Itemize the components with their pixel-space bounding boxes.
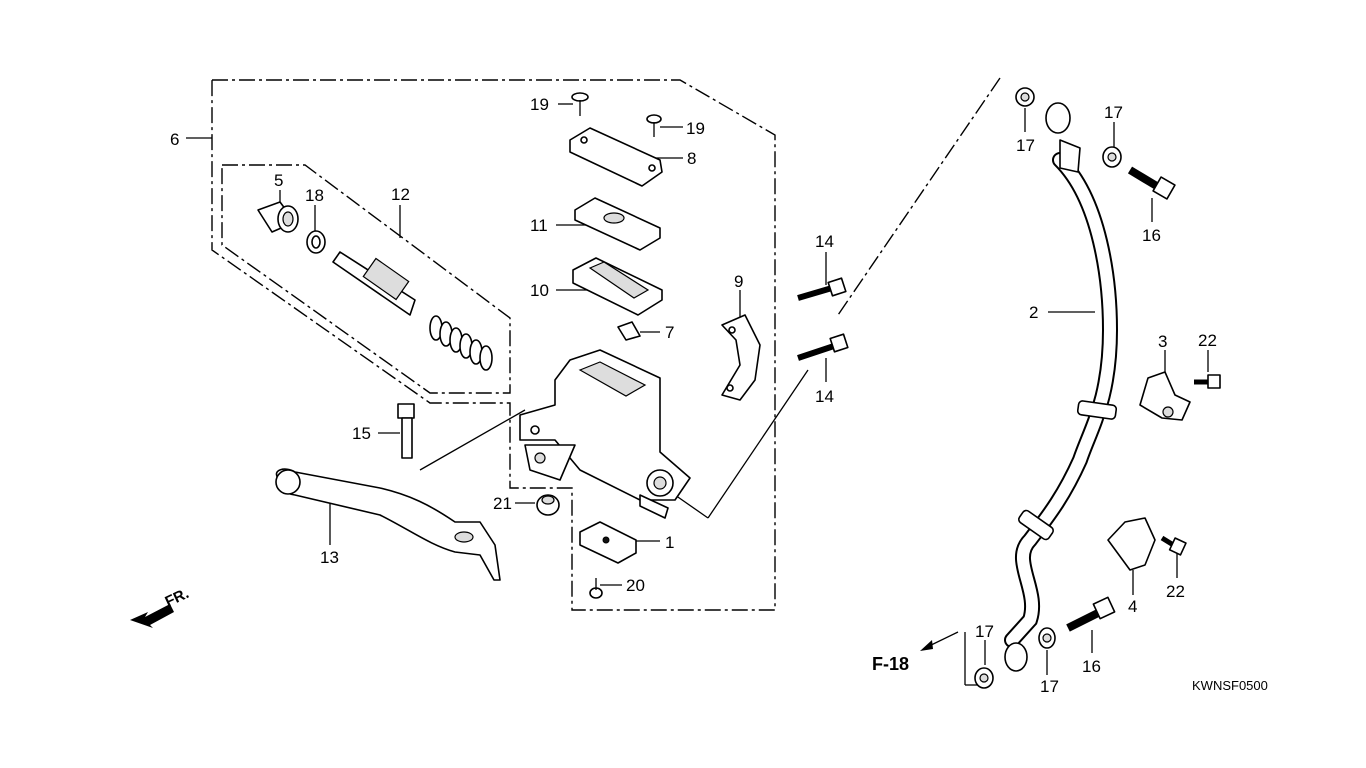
part-17-washer-a[interactable] [1015,87,1035,107]
callout-14-lower: 14 [815,387,834,406]
part-3-hose-clamp[interactable] [1139,371,1191,421]
part-1-brake-switch[interactable] [579,521,637,564]
assembly-outline-6 [211,79,776,611]
part-17-washer-c[interactable] [974,667,994,689]
callout-labels: 1 2 3 4 5 6 7 8 9 10 11 12 13 14 14 15 1… [170,95,1217,696]
part-10-diaphragm[interactable] [572,257,663,316]
direction-label: FR. [163,585,192,611]
callout-22-b: 22 [1166,582,1185,601]
callout-4: 4 [1128,597,1137,616]
part-11-diaphragm-plate[interactable] [574,197,661,251]
callout-1: 1 [665,533,674,552]
part-16-oil-bolt-upper[interactable] [1127,166,1176,200]
callout-8: 8 [687,149,696,168]
callout-18: 18 [305,186,324,205]
callout-17-c: 17 [975,622,994,641]
callout-5: 5 [274,171,283,190]
part-4-hose-clamp[interactable] [1107,517,1156,571]
callout-7: 7 [665,323,674,342]
callout-9: 9 [734,272,743,291]
part-14-bolt-lower[interactable] [797,333,849,361]
front-direction-arrow-icon: FR. [130,585,192,628]
diagram-code: KWNSF0500 [1192,678,1268,693]
callout-17-d: 17 [1040,677,1059,696]
leader-lines [186,103,1209,686]
callout-19-b: 19 [686,119,705,138]
part-13-brake-lever[interactable] [275,468,501,581]
assembly-outline-12 [221,164,511,394]
part-19-screw-b[interactable] [646,114,662,137]
part-19-screw-a[interactable] [571,92,589,116]
callout-3: 3 [1158,332,1167,351]
callout-17-a: 17 [1016,136,1035,155]
part-2-brake-hose[interactable] [1004,102,1119,672]
part-14-bolt-upper[interactable] [797,277,847,301]
part-7-float[interactable] [617,321,641,341]
part-18-circlip[interactable] [306,230,326,254]
reference-arrow: F-18 [872,631,959,674]
callout-21: 21 [493,494,512,513]
part-22-bolt-a[interactable] [1194,374,1221,389]
reference-label: F-18 [872,654,909,674]
callout-11: 11 [530,216,548,235]
callout-14-upper: 14 [815,232,834,251]
part-9-holder[interactable] [721,314,761,401]
part-15-pivot-bolt[interactable] [397,403,415,459]
hose-outline [837,77,1001,316]
part-5-boot[interactable] [257,201,299,233]
part-20-screw[interactable] [589,578,603,599]
callout-20: 20 [626,576,645,595]
callout-12: 12 [391,185,410,204]
callout-22-a: 22 [1198,331,1217,350]
callout-15: 15 [352,424,371,443]
callout-6: 6 [170,130,179,149]
spring [429,315,493,371]
callout-19-a: 19 [530,95,549,114]
part-17-washer-d[interactable] [1038,627,1056,649]
part-8-reservoir-cap[interactable] [569,127,663,187]
master-cylinder-body[interactable] [519,349,691,519]
callout-17-b: 17 [1104,103,1123,122]
part-17-washer-b[interactable] [1102,146,1122,168]
part-21-nut[interactable] [536,494,560,516]
callout-16-lower: 16 [1082,657,1101,676]
callout-16-upper: 16 [1142,226,1161,245]
callout-10: 10 [530,281,549,300]
callout-2: 2 [1029,303,1038,322]
part-12-piston-kit[interactable] [332,251,493,371]
callout-13: 13 [320,548,339,567]
part-16-oil-bolt-lower[interactable] [1066,596,1116,632]
part-22-bolt-b[interactable] [1160,535,1187,556]
